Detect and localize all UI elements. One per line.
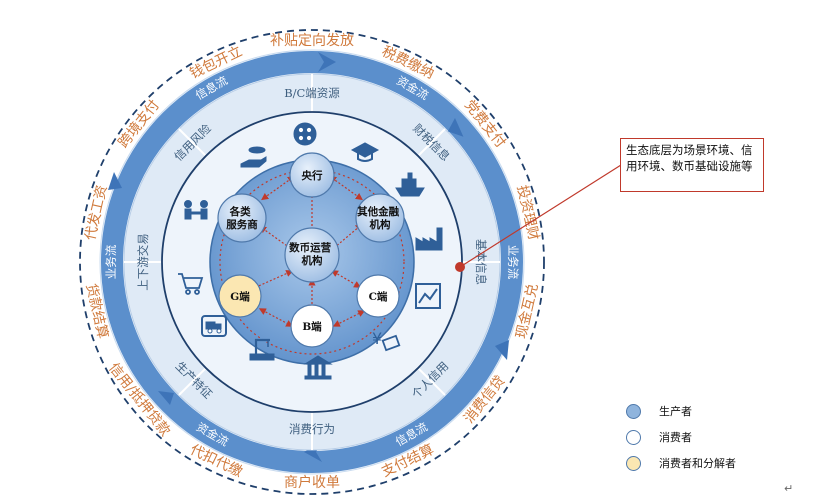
delivery-truck-icon xyxy=(201,315,227,337)
scene-label-6: 上下游交易 xyxy=(136,233,150,291)
legend-item-producer: 生产者 xyxy=(626,398,786,424)
node-c-end-label: C端 xyxy=(369,290,388,303)
node-service-providers-label: 各类 服务商 xyxy=(226,205,258,231)
node-service-providers: 各类 服务商 xyxy=(217,193,267,243)
callout-box: 生态底层为场景环境、信用环境、数币基础设施等 xyxy=(620,138,764,192)
outer-label-7: 商户收单 xyxy=(284,474,340,491)
ship-icon xyxy=(395,172,425,197)
connector-arrows xyxy=(250,175,366,327)
factory-icon xyxy=(415,227,443,251)
node-g-end: G端 xyxy=(218,274,262,318)
node-b-end-label: B端 xyxy=(302,320,322,333)
node-other-financial-line1: 其他金融 xyxy=(357,205,399,218)
callout-text: 生态底层为场景环境、信用环境、数币基础设施等 xyxy=(626,143,753,173)
node-operator-label: 数币运营 机构 xyxy=(288,241,335,267)
scene-label-2: 基本信息 xyxy=(474,239,488,285)
outer-dashed-ring xyxy=(79,29,545,495)
page-return-mark: ↵ xyxy=(784,482,794,495)
node-orbit xyxy=(219,169,405,355)
flow-ring xyxy=(101,51,523,473)
meeting-icon xyxy=(184,200,208,220)
node-central-bank-label: 央行 xyxy=(302,169,323,182)
outer-label-0: 补贴定向发放 xyxy=(270,33,354,49)
flow-chevrons xyxy=(108,52,509,462)
legend-item-decomposer: 消费者和分解者 xyxy=(626,450,786,476)
bank-icon xyxy=(303,355,333,380)
node-other-financial: 其他金融 机构 xyxy=(355,193,405,243)
yen-card-icon: ¥ xyxy=(372,329,401,352)
node-g-end-label: G端 xyxy=(230,290,250,303)
flow-label-5: 业务流 xyxy=(104,244,118,279)
graduation-cap-icon xyxy=(350,142,380,162)
legend-swatch-consumer xyxy=(626,429,641,445)
callout-leader xyxy=(459,164,622,268)
node-other-financial-label: 其他金融 机构 xyxy=(357,205,403,231)
legend-swatch-decomposer xyxy=(626,455,641,471)
crane-icon xyxy=(249,338,275,361)
callout-dot xyxy=(455,262,465,272)
legend-label-decomposer: 消费者和分解者 xyxy=(659,457,736,470)
node-service-providers-line1: 各类 xyxy=(229,205,251,218)
node-central-bank: 央行 xyxy=(289,152,335,198)
flow-label-2: 业务流 xyxy=(506,245,520,280)
node-operator-line1: 数币运营 xyxy=(288,241,331,254)
node-service-providers-line2: 服务商 xyxy=(226,218,258,231)
legend-item-consumer: 消费者 xyxy=(626,424,786,450)
node-operator: 数币运营 机构 xyxy=(284,227,340,283)
hand-coin-icon xyxy=(240,146,267,168)
node-operator-line2: 机构 xyxy=(302,254,323,267)
node-c-end: C端 xyxy=(356,274,400,318)
legend-label-consumer: 消费者 xyxy=(659,431,692,444)
line-chart-icon xyxy=(415,283,441,309)
node-other-financial-line2: 机构 xyxy=(370,218,391,231)
film-reel-icon xyxy=(293,122,317,146)
legend-swatch-producer xyxy=(626,403,641,419)
scene-dividers xyxy=(124,74,500,450)
shopping-cart-icon xyxy=(178,273,204,295)
legend: 生产者 消费者 消费者和分解者 xyxy=(626,398,786,476)
scene-icons: ¥ xyxy=(178,122,443,380)
legend-label-producer: 生产者 xyxy=(659,405,692,418)
scene-label-4: 消费行为 xyxy=(289,422,335,436)
node-b-end: B端 xyxy=(290,304,334,348)
svg-text:¥: ¥ xyxy=(372,329,382,348)
scene-label-0: B/C端资源 xyxy=(284,86,340,100)
